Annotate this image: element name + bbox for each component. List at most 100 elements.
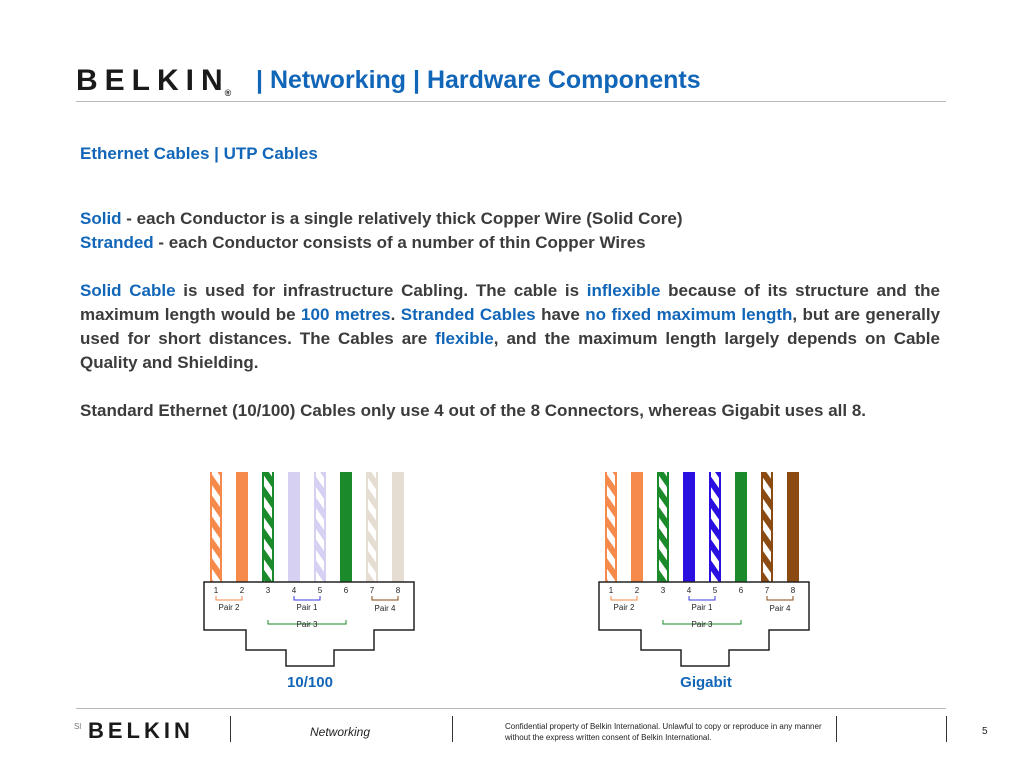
pair-2-label: Pair 2 (614, 603, 635, 612)
wire-edge (657, 472, 659, 582)
stranded-term: Stranded (80, 233, 154, 252)
pair-2-bracket (215, 596, 243, 601)
wire-solid (392, 472, 404, 582)
pair-1-bracket (688, 596, 716, 601)
pin-number: 6 (739, 586, 744, 595)
footer-separator (230, 716, 231, 742)
footer-separator (946, 716, 947, 742)
pin-number: 1 (214, 586, 219, 595)
pair-3-bracket (267, 620, 347, 625)
paragraph-text: have (535, 305, 586, 324)
footer-small-text: Sl (74, 722, 82, 731)
pair-1-bracket (293, 596, 321, 601)
pair-3-label: Pair 3 (692, 620, 713, 629)
stranded-description: - each Conductor consists of a number of… (153, 233, 646, 252)
wire-stripe (709, 472, 721, 582)
wire (631, 472, 643, 582)
solid-description: - each Conductor is a single relatively … (121, 209, 683, 228)
wire-stripe (366, 472, 378, 582)
paragraph-text: , and the maximum length largely depends… (80, 329, 940, 372)
pin-number: 3 (266, 586, 271, 595)
pair-1-label: Pair 1 (692, 603, 713, 612)
pair-4-bracket (371, 596, 399, 601)
wire (262, 472, 274, 582)
pin-number: 4 (292, 586, 297, 595)
wire (392, 472, 404, 582)
pair-4-bracket (766, 596, 794, 601)
wire-stripe (605, 472, 617, 582)
belkin-logo: BELKIN® (76, 64, 231, 98)
pin-number: 5 (318, 586, 323, 595)
inflexible-term: inflexible (586, 281, 661, 300)
wire-stripe (761, 472, 773, 582)
pair-1-label: Pair 1 (297, 603, 318, 612)
wire (657, 472, 669, 582)
wire (366, 472, 378, 582)
wire (709, 472, 721, 582)
paragraph-text: because of its structure and the maximum… (80, 281, 940, 324)
wire-solid (631, 472, 643, 582)
paragraph-text: . (390, 305, 401, 324)
logo-text: BELKIN (76, 64, 230, 97)
cable-paragraph: Solid Cable is used for infrastructure C… (80, 279, 940, 375)
wire-edge (210, 472, 212, 582)
pair-3-bracket (662, 620, 742, 625)
wire-edge (324, 472, 326, 582)
wire-solid (787, 472, 799, 582)
footer-separator (452, 716, 453, 742)
pin-number: 7 (370, 586, 375, 595)
wire (761, 472, 773, 582)
wire-edge (262, 472, 264, 582)
wire (683, 472, 695, 582)
flexible-term: flexible (435, 329, 494, 348)
footer-logo: BELKIN (88, 718, 194, 743)
wire-solid (236, 472, 248, 582)
wire (288, 472, 300, 582)
wire-stripe (657, 472, 669, 582)
no-fixed-length-term: no fixed maximum length (585, 305, 793, 324)
pin-number: 8 (396, 586, 401, 595)
paragraph-text: , but are generally used for short dista… (80, 305, 941, 348)
wire-edge (709, 472, 711, 582)
footer-divider (76, 708, 946, 709)
pair-3-label: Pair 3 (297, 620, 318, 629)
wire-edge (314, 472, 316, 582)
wire (210, 472, 222, 582)
wire-solid (340, 472, 352, 582)
header-divider (76, 101, 946, 102)
solid-term: Solid (80, 209, 122, 228)
pin-number: 3 (661, 586, 666, 595)
diagram-caption-gigabit: Gigabit (680, 674, 732, 691)
wire-solid (735, 472, 747, 582)
pin-number: 4 (687, 586, 692, 595)
wire-edge (771, 472, 773, 582)
pair-4-label: Pair 4 (375, 604, 396, 613)
wire-edge (272, 472, 274, 582)
pin-number: 7 (765, 586, 770, 595)
pin-number: 8 (791, 586, 796, 595)
page-title: | Networking | Hardware Components (256, 66, 701, 94)
wire-stripe (314, 472, 326, 582)
pin-number: 2 (635, 586, 640, 595)
registered-mark: ® (224, 88, 232, 98)
wire-edge (366, 472, 368, 582)
gigabit-paragraph: Standard Ethernet (10/100) Cables only u… (80, 401, 866, 420)
wire-stripe (210, 472, 222, 582)
wire-stripe (262, 472, 274, 582)
wire-edge (667, 472, 669, 582)
pin-number: 1 (609, 586, 614, 595)
paragraph-text: is used for infrastructure Cabling. The … (175, 281, 587, 300)
wire-edge (615, 472, 617, 582)
wire-edge (220, 472, 222, 582)
solid-cable-term: Solid Cable (80, 281, 176, 300)
stranded-definition: Stranded - each Conductor consists of a … (80, 231, 940, 255)
wire-edge (376, 472, 378, 582)
wire (236, 472, 248, 582)
pair-2-label: Pair 2 (219, 603, 240, 612)
footer-separator (836, 716, 837, 742)
wire (314, 472, 326, 582)
wire (787, 472, 799, 582)
wire (605, 472, 617, 582)
